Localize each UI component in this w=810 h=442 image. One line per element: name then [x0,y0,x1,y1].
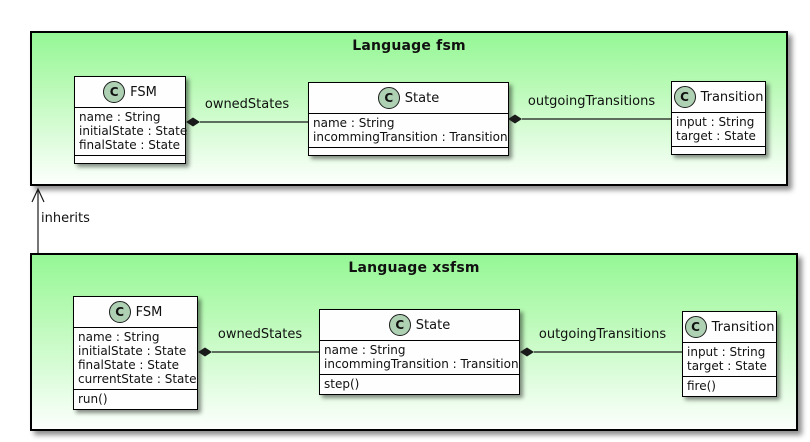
class-methods-empty [672,147,765,154]
class-transition: C Transition input : String target : Sta… [671,81,766,155]
class-fsm: C FSM name : String initialState : State… [73,296,198,410]
class-name: FSM [130,84,157,100]
stereotype-letter: C [384,91,394,105]
package-language-xsfsm: Language xsfsm C FSM name : String initi… [30,253,798,431]
association-label-outgoingtransitions: outgoingTransitions [538,327,667,342]
attribute-row: input : String [687,345,766,359]
inherits-label: inherits [41,211,90,226]
attribute-row: name : String [79,110,161,124]
stereotype-letter: C [115,305,125,319]
package-title: Language fsm [352,38,466,54]
attribute-row: name : String [313,116,395,130]
attribute-row: initialState : State [79,124,188,138]
class-state: C State name : String incommingTransitio… [319,309,520,395]
method-row: fire() [687,379,716,393]
class-methods: fire() [683,377,776,396]
association-label-ownedstates: ownedStates [204,97,290,112]
attribute-row: incommingTransition : Transition [324,357,519,371]
attribute-row: input : String [676,115,755,129]
class-methods-empty [309,148,508,155]
class-stereotype-icon: C [673,86,696,108]
class-header: C Transition [683,312,776,343]
class-attributes: name : String initialState : State final… [74,328,197,390]
association-label-ownedstates: ownedStates [217,327,303,342]
class-name: State [415,317,451,333]
class-transition: C Transition input : String target : Sta… [682,311,777,397]
class-name: FSM [135,304,163,320]
class-header: C FSM [74,297,197,328]
attribute-row: incommingTransition : Transition [313,130,508,144]
class-stereotype-icon: C [684,316,707,338]
attribute-row: currentState : State [78,372,197,386]
stereotype-letter: C [395,318,405,332]
attribute-row: target : State [687,359,767,373]
class-name: Transition [700,89,764,105]
package-title: Language xsfsm [348,260,480,276]
class-stereotype-icon: C [108,301,131,323]
class-name: State [404,90,440,106]
attribute-row: name : String [324,343,406,357]
class-attributes: name : String initialState : State final… [75,108,188,156]
stereotype-letter: C [680,90,689,104]
class-stereotype-icon: C [388,314,411,336]
method-row: step() [324,377,360,391]
method-row: run() [78,392,108,406]
class-attributes: input : String target : State [683,343,776,377]
package-language-fsm: Language fsm C FSM name : String initial… [30,31,788,186]
attribute-row: finalState : State [79,138,181,152]
class-header: C Transition [672,82,765,113]
open-arrowhead-icon [31,187,45,203]
attribute-row: target : State [676,129,756,143]
class-attributes: name : String incommingTransition : Tran… [320,341,519,375]
class-stereotype-icon: C [377,87,400,109]
class-header: C State [320,310,519,341]
class-attributes: input : String target : State [672,113,765,147]
attribute-row: finalState : State [78,358,180,372]
class-header: C FSM [75,77,185,108]
class-state: C State name : String incommingTransitio… [308,82,509,156]
attribute-row: name : String [78,330,160,344]
class-attributes: name : String incommingTransition : Tran… [309,114,508,148]
class-methods-empty [75,156,185,163]
attribute-row: initialState : State [78,344,187,358]
stereotype-letter: C [109,85,119,99]
class-stereotype-icon: C [103,81,126,103]
association-label-outgoingtransitions: outgoingTransitions [527,94,656,109]
class-methods: step() [320,375,519,394]
class-fsm: C FSM name : String initialState : State… [74,76,188,164]
class-name: Transition [711,319,775,335]
class-header: C State [309,83,508,114]
stereotype-letter: C [691,320,700,334]
class-methods: run() [74,390,197,409]
